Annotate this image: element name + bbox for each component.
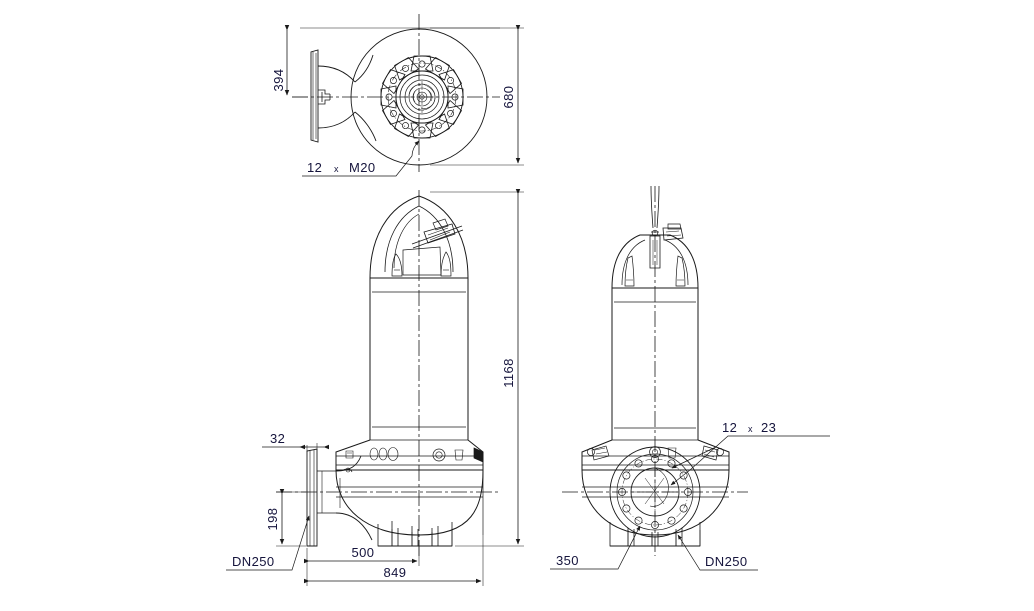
callout-dn250-side-text: DN250 [232,554,274,569]
top-view [292,14,500,172]
side-view-motor-top [369,195,469,279]
callout-m20-separator: x [334,164,339,174]
callout-dn250-side: DN250 [226,515,310,571]
dimension-198-text: 198 [265,508,280,531]
callout-dn250-front: DN250 [677,534,758,571]
callout-holes-count: 12 [722,420,737,435]
top-view-motor-flange [380,55,464,139]
front-elevation-view [562,185,748,556]
side-view-pump-housing [276,439,500,547]
callout-12-x-m20: 12 x M20 [302,140,420,177]
side-view-motor-barrel [369,277,469,441]
top-view-discharge-flange [310,49,377,143]
top-view-bolt-lugs [380,55,464,139]
front-view-motor-barrel [611,287,699,441]
front-view-bolt-holes [618,455,692,529]
side-view-support-feet [377,521,453,547]
callout-350-text: 350 [556,553,579,568]
front-view-lifting-bail [649,185,684,269]
dimension-500: 500 [303,540,420,566]
side-view-discharge-flange [306,448,373,547]
dimension-849: 849 [303,535,484,586]
dimension-680-text: 680 [501,86,516,109]
callout-holes-spec: 23 [761,420,776,435]
dimension-394-text: 394 [271,69,286,92]
front-view-suction-flange [609,446,701,538]
callout-m20-count: 12 [307,160,322,175]
dimension-1168: 1168 [430,188,524,547]
callout-holes-separator: x [748,424,753,434]
callout-350: 350 [550,525,641,570]
callout-dn250-front-text: DN250 [705,554,747,569]
dimension-32: 32 [262,431,330,452]
callout-12-x-23: 12 x 23 [670,420,830,486]
dimension-500-text: 500 [352,545,375,560]
dimension-198: 198 [265,488,306,547]
top-view-body-outline [350,28,488,166]
dimension-680: 680 [430,24,524,166]
side-elevation-view [276,190,500,556]
front-view-motor-top [611,234,699,289]
callout-m20-spec: M20 [349,160,376,175]
dimension-1168-text: 1168 [501,358,516,388]
dimension-32-text: 32 [270,431,285,446]
dimension-849-text: 849 [384,565,407,580]
